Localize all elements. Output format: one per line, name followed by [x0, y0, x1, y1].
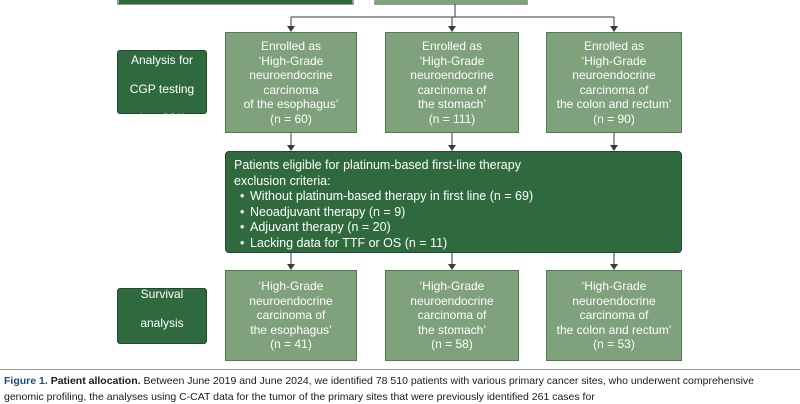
survival-esophagus-text: ‘High-Grade neuroendocrine carcinoma of …	[249, 279, 333, 352]
arrowhead	[287, 26, 295, 32]
arrowhead	[448, 264, 456, 270]
caption-divider	[0, 369, 800, 370]
figure-caption: Figure 1. Patient allocation. Between Ju…	[4, 374, 796, 388]
enrolled-esophagus-text: Enrolled as ‘High-Grade neuroendocrine c…	[243, 39, 339, 126]
caption-label: Figure 1.	[4, 375, 48, 387]
arrowhead	[448, 26, 456, 32]
arrowhead	[610, 26, 618, 32]
arrowhead	[610, 264, 618, 270]
survival-stomach-box: ‘High-Grade neuroendocrine carcinoma of …	[385, 270, 519, 361]
enrolled-esophagus-box: Enrolled as ‘High-Grade neuroendocrine c…	[225, 32, 357, 133]
analysis-label-line-2: CGP testing	[129, 82, 195, 96]
survival-label-line-1: Survival	[140, 287, 184, 301]
survival-label-line-2: analysis	[140, 316, 184, 330]
enrolled-colorectal-text: Enrolled as ‘High-Grade neuroendocrine c…	[556, 39, 672, 126]
exclusion-item: •Lacking data for TTF or OS (n = 11)	[240, 235, 448, 250]
exclusion-subtitle: exclusion criteria:	[234, 173, 331, 188]
caption-continuation: genomic profiling, the analyses using C-…	[4, 391, 595, 403]
survival-colorectal-box: ‘High-Grade neuroendocrine carcinoma of …	[546, 270, 682, 361]
arrowhead	[448, 145, 456, 151]
exclusion-list: •Without platinum-based therapy in first…	[234, 189, 673, 251]
exclusion-item: •Adjuvant therapy (n = 20)	[240, 220, 391, 234]
arrowhead	[610, 145, 618, 151]
enrolled-stomach-box: Enrolled as ‘High-Grade neuroendocrine c…	[385, 32, 519, 133]
arrowhead	[287, 264, 295, 270]
enrolled-colorectal-box: Enrolled as ‘High-Grade neuroendocrine c…	[546, 32, 682, 133]
exclusion-criteria-box: Patients eligible for platinum-based fir…	[225, 151, 682, 253]
caption-text: Between June 2019 and June 2024, we iden…	[143, 375, 755, 387]
survival-esophagus-box: ‘High-Grade neuroendocrine carcinoma of …	[225, 270, 357, 361]
analysis-cgp-label-box: Analysis for CGP testing (n = 261)	[117, 50, 207, 125]
arrowhead	[287, 145, 295, 151]
exclusion-item: •Neoadjuvant therapy (n = 9)	[240, 204, 406, 219]
exclusion-item: •Without platinum-based therapy in first…	[240, 189, 534, 203]
enrolled-stomach-text: Enrolled as ‘High-Grade neuroendocrine c…	[410, 39, 494, 126]
analysis-label-count: (n = 261)	[137, 111, 187, 125]
survival-stomach-text: ‘High-Grade neuroendocrine carcinoma of …	[410, 279, 494, 352]
survival-analysis-label-box: Survival analysis (n = 152)	[117, 287, 207, 359]
exclusion-title: Patients eligible for platinum-based fir…	[234, 158, 521, 172]
survival-label-count: (n = 152)	[137, 345, 187, 359]
survival-colorectal-text: ‘High-Grade neuroendocrine carcinoma of …	[556, 279, 672, 352]
analysis-label-line-1: Analysis for	[130, 53, 193, 67]
caption-title: Patient allocation.	[50, 375, 141, 387]
